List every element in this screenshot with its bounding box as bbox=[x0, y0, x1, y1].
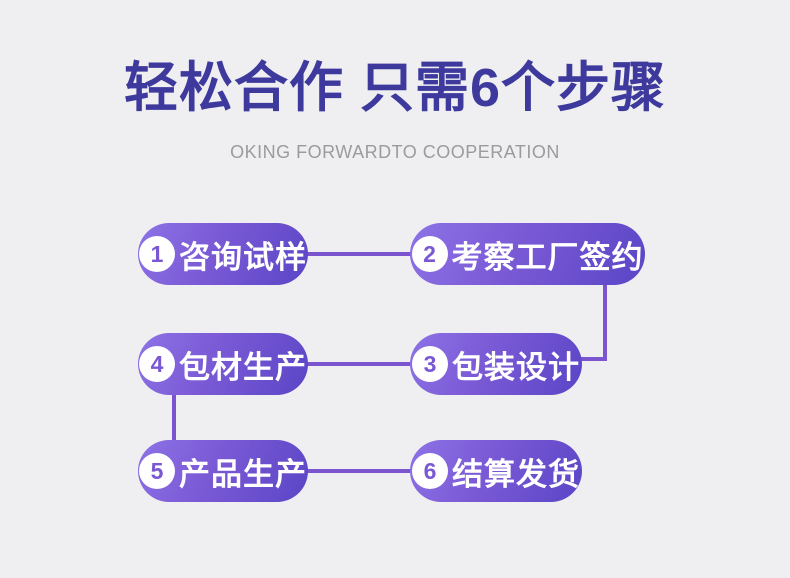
step-number-badge-5: 5 bbox=[139, 453, 175, 489]
connector-step3-step4 bbox=[300, 362, 416, 366]
step-label-5: 产品生产 bbox=[179, 456, 307, 492]
step-number-badge-1: 1 bbox=[139, 236, 175, 272]
step-number-badge-6: 6 bbox=[412, 453, 448, 489]
section-title: 轻松合作 只需6个步骤 bbox=[123, 58, 667, 118]
step-number-badge-4: 4 bbox=[139, 346, 175, 382]
connector-step2-step3-horizontal bbox=[576, 357, 607, 361]
connector-step1-step2 bbox=[300, 252, 416, 256]
step-pill-6: 6 结算发货 bbox=[410, 440, 582, 502]
step-label-4: 包材生产 bbox=[179, 349, 307, 385]
connector-step2-step3-vertical bbox=[603, 284, 607, 361]
step-pill-1: 1 咨询试样 bbox=[138, 223, 308, 285]
step-label-1: 咨询试样 bbox=[179, 239, 307, 275]
step-label-3: 包装设计 bbox=[452, 349, 580, 385]
step-pill-3: 3 包装设计 bbox=[410, 333, 582, 395]
section-subtitle: OKING FORWARDTO COOPERATION bbox=[230, 142, 560, 162]
step-number-badge-2: 2 bbox=[411, 236, 448, 272]
step-label-2: 考察工厂签约 bbox=[451, 239, 644, 275]
step-label-6: 结算发货 bbox=[452, 456, 580, 492]
step-pill-5: 5 产品生产 bbox=[138, 440, 308, 502]
connector-step5-step6 bbox=[300, 469, 416, 473]
step-pill-2: 2 考察工厂签约 bbox=[410, 223, 645, 285]
connector-step4-step5-vertical bbox=[172, 394, 176, 441]
step-pill-4: 4 包材生产 bbox=[138, 333, 308, 395]
step-number-badge-3: 3 bbox=[412, 346, 448, 382]
